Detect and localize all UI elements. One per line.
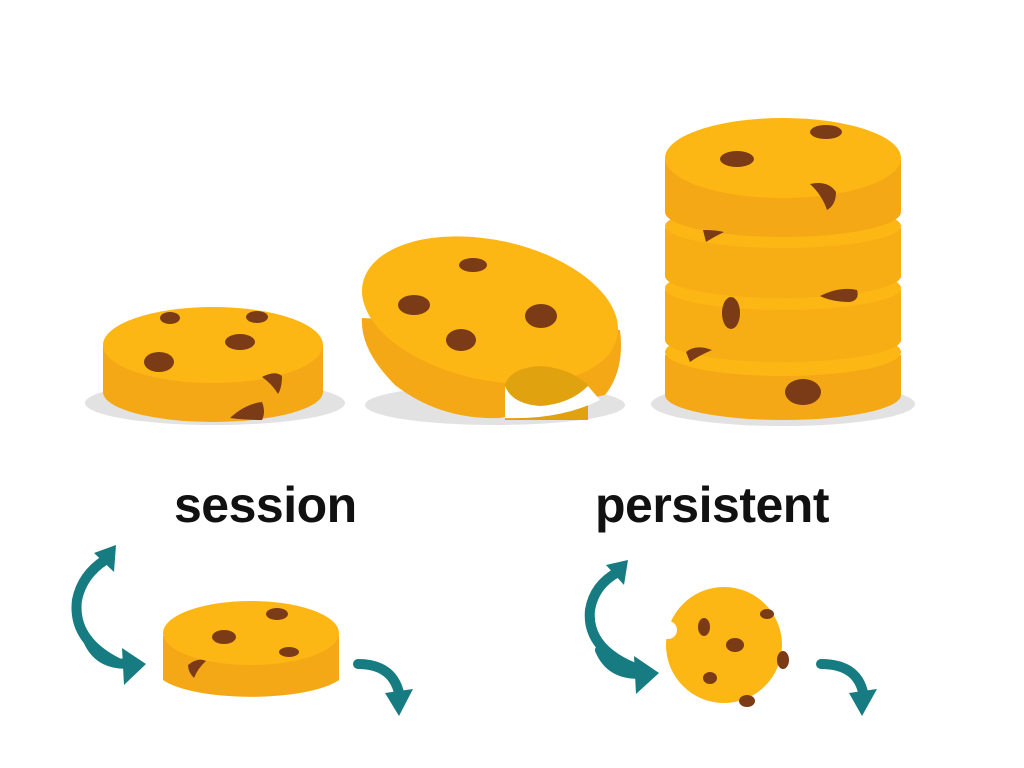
exit-arrow-down-icon bbox=[816, 659, 877, 716]
exit-arrow-down-icon bbox=[353, 659, 413, 716]
cookie-stack-icon bbox=[651, 118, 915, 426]
single-cookie-icon bbox=[85, 307, 345, 425]
cycle-arrow-right-icon bbox=[595, 645, 659, 694]
bitten-cookie-icon bbox=[361, 236, 625, 425]
cycle-arrow-up-icon bbox=[71, 545, 123, 668]
cycle-arrow-right-icon bbox=[83, 635, 146, 685]
session-cookie-with-arrows-icon bbox=[163, 601, 339, 697]
persistent-label: persistent bbox=[595, 477, 829, 533]
session-label: session bbox=[174, 477, 357, 533]
cycle-arrow-up-icon bbox=[584, 560, 645, 675]
persistent-cookie-with-arrows-icon bbox=[659, 587, 789, 707]
